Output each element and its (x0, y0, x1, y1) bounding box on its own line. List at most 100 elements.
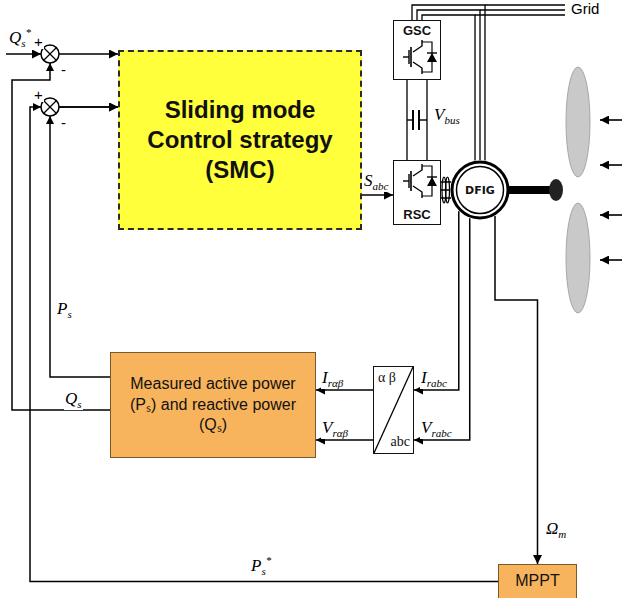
igbt-symbol (403, 164, 437, 198)
grid-bus (475, 5, 565, 15)
node-text: abc (391, 434, 410, 450)
signal-name: I (421, 368, 427, 387)
turbine-blades (566, 203, 590, 313)
signal-index: * (266, 554, 272, 566)
converter-box: RSC (393, 160, 441, 225)
signal-index: bus (444, 114, 459, 126)
wind-arrows (600, 214, 622, 216)
node-text: DFIG (465, 184, 495, 197)
measurement-box: Measured active power (Pₛ) and reactive … (110, 352, 316, 458)
node-text: GSC (403, 23, 431, 38)
slip-rings (442, 177, 450, 203)
generator-outline (457, 167, 504, 214)
signal-label: Qs (64, 390, 83, 410)
signal-label: Vrabc (420, 419, 453, 439)
wind-arrows (600, 259, 622, 261)
generator-circle: DFIG (450, 160, 510, 220)
converter-box: GSC (393, 20, 441, 80)
grid-bus (475, 14, 565, 15)
signal-arrow (316, 439, 373, 441)
summing-junction (46, 63, 54, 71)
sign-label: + (33, 34, 44, 49)
signal-index: s (67, 308, 71, 320)
signal-name: S (364, 171, 373, 190)
signal-index: abc (373, 180, 389, 192)
signal-name: + (34, 33, 43, 50)
signal-index: rαβ (328, 377, 344, 389)
signal-name: P (251, 556, 261, 575)
signal-label: Irαβ (321, 369, 344, 389)
grid-bus (480, 9, 565, 10)
signal-arrow (50, 107, 118, 377)
signal-arrow (414, 218, 470, 440)
signal-label: Vbus (433, 106, 461, 126)
igbt-symbol (403, 40, 437, 74)
node-text: Measured active power (Pₛ) and reactive … (121, 374, 305, 436)
summing-junction (46, 116, 54, 124)
wind-arrows (600, 119, 622, 121)
capacitor-symbol (407, 110, 427, 130)
signal-name: V (421, 418, 431, 437)
signal-name: - (61, 114, 66, 131)
signal-index: s (261, 565, 265, 577)
signal-name: I (322, 368, 328, 387)
signal-arrow (414, 211, 459, 390)
summing-junction (44, 101, 56, 113)
node-text: RSC (403, 207, 430, 222)
signal-index: s (21, 37, 25, 49)
signal-name: + (34, 86, 43, 103)
signal-name: Ω (546, 519, 558, 538)
turbine-blades (566, 67, 590, 177)
signal-arrow (316, 389, 373, 391)
shaft (508, 186, 550, 194)
node-text: Sliding mode Control strategy (SMC) (134, 95, 346, 185)
signal-arrow (362, 194, 393, 196)
sign-label: + (33, 87, 44, 102)
signal-name: P (57, 299, 67, 318)
signal-name: Grid (571, 0, 599, 17)
summing-junction (33, 103, 41, 111)
summing-junction (44, 48, 56, 60)
signal-label: Sabc (363, 172, 389, 192)
node-text: α β (378, 370, 396, 386)
signal-arrow (495, 216, 538, 564)
signal-name: Q (9, 28, 21, 47)
summing-junction (44, 48, 56, 60)
transform-box: α β abc (373, 366, 414, 454)
signal-index: m (558, 528, 566, 540)
mppt-box: MPPT (498, 564, 577, 598)
controller-box: Sliding mode Control strategy (SMC) (118, 50, 362, 230)
signal-label: Ps (56, 300, 73, 320)
summing-junction (44, 101, 56, 113)
sign-label: Grid (570, 1, 600, 16)
slip-rings (446, 177, 450, 203)
signal-index: rabc (431, 427, 451, 439)
grid-bus (485, 4, 565, 5)
power-line (407, 80, 427, 160)
signal-label: Irabc (420, 369, 448, 389)
generator-outline (452, 162, 508, 218)
signal-name: - (61, 61, 66, 78)
signal-label: Ps* (250, 555, 272, 577)
transform-divider (374, 367, 413, 453)
sign-label: - (60, 62, 67, 77)
signal-name: V (322, 418, 332, 437)
signal-label: Qs* (8, 27, 32, 49)
signal-index: * (26, 26, 32, 38)
reference-arrow (6, 53, 41, 55)
node-text: MPPT (515, 571, 559, 592)
signal-label: Ωm (545, 520, 567, 540)
wind-arrows (600, 164, 622, 166)
sign-label: - (60, 115, 67, 130)
signal-index: rαβ (332, 427, 348, 439)
capacitor-symbol (412, 110, 414, 130)
signal-index: s (77, 398, 81, 410)
signal-index: rabc (427, 377, 447, 389)
signal-name: Q (65, 389, 77, 408)
turbine-blades (549, 179, 563, 201)
signal-label: Vrαβ (321, 419, 349, 439)
wind-arrows (600, 120, 622, 260)
capacitor-symbol (419, 119, 427, 120)
